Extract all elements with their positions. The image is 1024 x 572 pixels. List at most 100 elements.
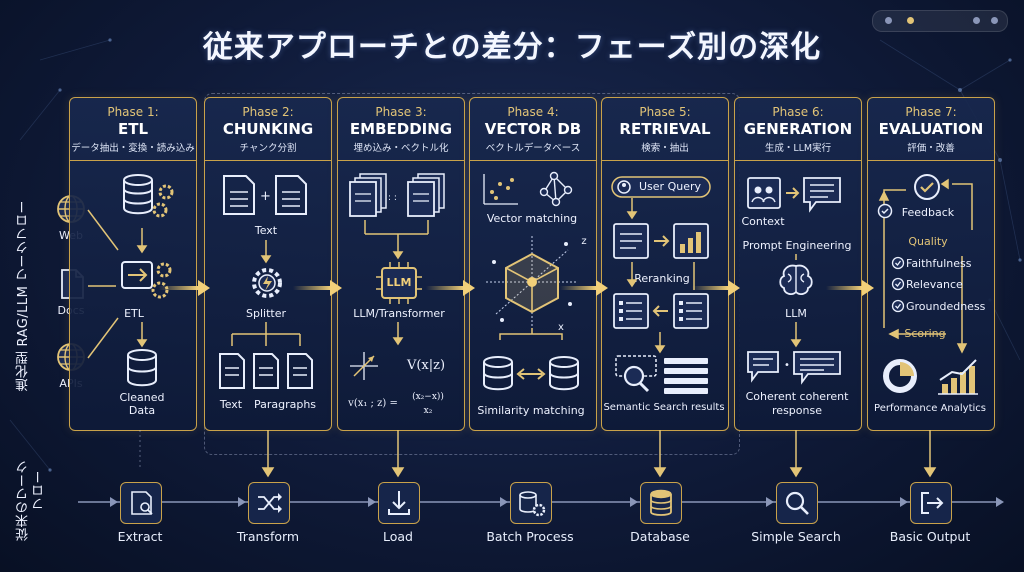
label-text-chunk: Text: [219, 398, 243, 411]
control-dot-icon[interactable]: [991, 17, 998, 24]
phase-number: Phase 5:: [639, 105, 691, 119]
phase-name: CHUNKING: [222, 120, 314, 138]
phase-name: VECTOR DB: [484, 120, 582, 138]
label-feedback: Feedback: [901, 206, 955, 219]
phase-header: Phase 7: EVALUATION 評価・改善: [868, 98, 994, 161]
chunk-documents-icon: [219, 353, 313, 389]
phase-name: EVALUATION: [878, 120, 984, 138]
traditional-label-simple-search: Simple Search: [751, 529, 841, 544]
phase-subtitle: 生成・LLM実行: [764, 143, 832, 154]
traditional-label-database: Database: [630, 529, 690, 544]
batch-icon: [519, 491, 546, 517]
axis-label-z: z: [581, 236, 587, 247]
label-context: Context: [741, 215, 785, 228]
label-cleaned: Cleaned: [119, 391, 165, 404]
phase-header: Phase 6: GENERATION 生成・LLM実行: [735, 98, 861, 161]
check-circle-icon: [877, 203, 893, 219]
phase-subtitle: 埋め込み・ベクトル化: [353, 143, 449, 154]
label-coherent-response-2: response: [772, 404, 822, 417]
phase-subtitle: ベクトルデータベース: [485, 143, 581, 154]
phase-header: Phase 4: VECTOR DB ベクトルデータベース: [470, 98, 596, 161]
side-label-evolved: 進化型 RAG/LLM ワークフロー: [16, 200, 31, 392]
control-dot-icon[interactable]: [973, 17, 980, 24]
splitter-gear-icon: [252, 268, 282, 298]
semantic-search-icon: [615, 355, 708, 394]
query-results-icon: [613, 223, 709, 259]
control-dot-icon[interactable]: [907, 17, 914, 24]
label-relevance: Relevance: [906, 278, 963, 291]
traditional-label-transform: Transform: [236, 529, 300, 544]
traditional-step-transform[interactable]: [248, 482, 290, 524]
traditional-label-basic-output: Basic Output: [889, 529, 971, 544]
label-paragraphs: Paragraphs: [253, 398, 317, 411]
similarity-databases-icon: [483, 356, 579, 391]
llm-chip-icon: [376, 262, 422, 304]
label-vector-matching: Vector matching: [486, 212, 578, 225]
label-semantic-search-results: Semantic Search results: [603, 402, 725, 413]
traditional-step-batch-process[interactable]: [510, 482, 552, 524]
label-user-query: User Query: [639, 180, 701, 193]
label-scoring: Scoring: [904, 327, 946, 340]
documents-icon: +: [223, 175, 307, 215]
formula-left: v(x₁ ; z) =: [348, 398, 398, 409]
phase-card-etl[interactable]: Phase 1: ETL データ抽出・変換・読み込み: [69, 97, 197, 431]
label-llm-transformer: LLM/Transformer: [353, 307, 445, 320]
reranking-lists-icon: [613, 293, 709, 329]
phase-header: Phase 2: CHUNKING チャンク分割: [205, 98, 331, 161]
traditional-label-extract: Extract: [117, 529, 163, 544]
control-dot-icon[interactable]: [885, 17, 892, 24]
search-icon: [785, 491, 809, 515]
formula-denominator: x₂: [423, 406, 433, 416]
label-quality: Quality: [908, 235, 948, 248]
traditional-step-load[interactable]: [378, 482, 420, 524]
response-chat-icon: •: [747, 351, 841, 385]
brain-icon: [779, 264, 813, 295]
vector-cube-icon: [486, 236, 578, 328]
label-groundedness: Groundedness: [906, 300, 986, 313]
phase-number: Phase 6:: [772, 105, 824, 119]
label-performance-analytics: Performance Analytics: [874, 403, 986, 414]
window-controls[interactable]: [872, 10, 1008, 32]
download-icon: [388, 491, 410, 515]
phase-name: GENERATION: [743, 120, 853, 138]
phase-subtitle: データ抽出・変換・読み込み: [71, 143, 195, 154]
phase-card-embedding[interactable]: Phase 3: EMBEDDING 埋め込み・ベクトル化: [337, 97, 465, 431]
label-similarity-matching: Similarity matching: [477, 404, 585, 417]
label-llm: LLM: [785, 307, 807, 320]
traditional-step-database[interactable]: [640, 482, 682, 524]
llm-chip-label: LLM: [386, 276, 412, 289]
label-faithfulness: Faithfulness: [906, 257, 972, 270]
user-query-pill[interactable]: [611, 176, 711, 198]
vector-axes-icon: [350, 352, 378, 380]
phase-card-retrieval[interactable]: Phase 5: RETRIEVAL 検索・抽出: [601, 97, 729, 431]
traditional-label-batch-process: Batch Process: [486, 529, 574, 544]
context-chat-icon: [747, 177, 841, 213]
phase-number: Phase 2:: [242, 105, 294, 119]
phase-name: EMBEDDING: [349, 120, 453, 138]
traditional-step-basic-output[interactable]: [910, 482, 952, 524]
traditional-step-extract[interactable]: [120, 482, 162, 524]
phase-subtitle: 評価・改善: [907, 143, 955, 154]
output-icon: [921, 492, 944, 514]
database-gears-icon: [123, 174, 174, 218]
phase-number: Phase 3:: [375, 105, 427, 119]
document-stack-icon: : :: [349, 173, 445, 217]
phase-name: RETRIEVAL: [619, 120, 711, 138]
phase-header: Phase 1: ETL データ抽出・変換・読み込み: [70, 98, 196, 161]
extract-icon: [131, 491, 153, 515]
etl-process-icon: [121, 261, 172, 299]
phase-number: Phase 4:: [507, 105, 559, 119]
axis-label-x: x: [558, 322, 564, 333]
vector-scatter-icon: [483, 171, 573, 207]
label-prompt-engineering: Prompt Engineering: [742, 239, 852, 252]
page-title: 従来アプローチとの差分：フェーズ別の深化: [202, 30, 822, 65]
label-reranking: Reranking: [634, 272, 690, 285]
label-text: Text: [254, 224, 278, 237]
database-icon: [127, 349, 157, 387]
phase-header: Phase 3: EMBEDDING 埋め込み・ベクトル化: [338, 98, 464, 161]
shuffle-icon: [258, 493, 282, 513]
label-splitter: Splitter: [246, 307, 286, 320]
label-etl: ETL: [124, 307, 144, 320]
traditional-step-simple-search[interactable]: [776, 482, 818, 524]
svg-text:•: •: [784, 360, 790, 371]
